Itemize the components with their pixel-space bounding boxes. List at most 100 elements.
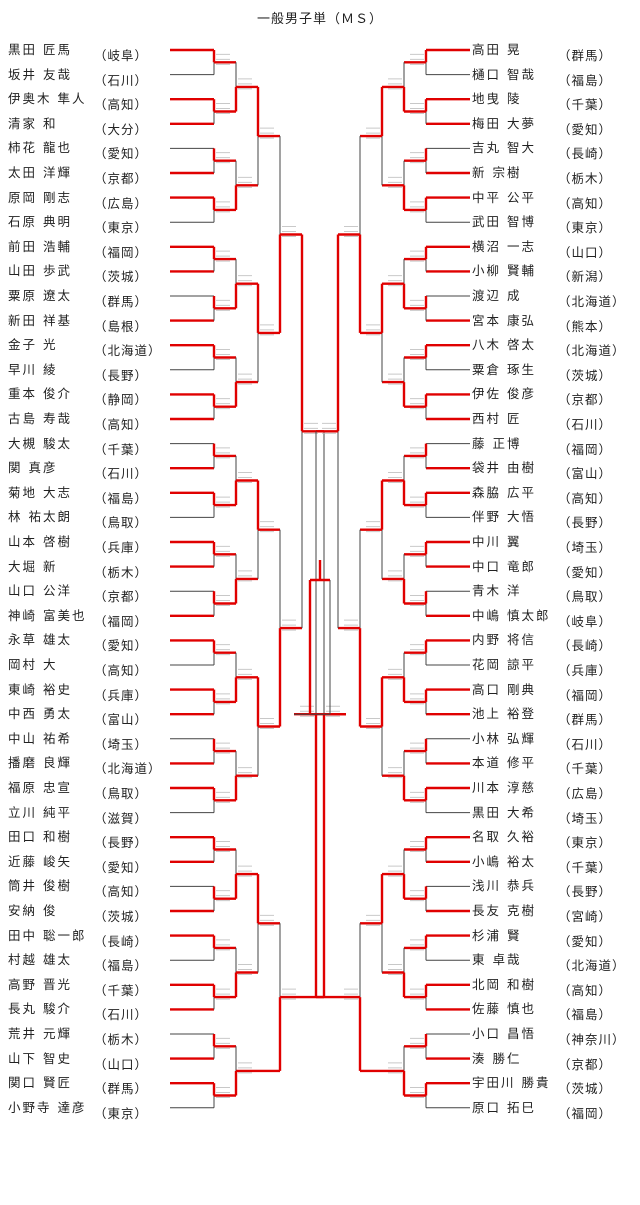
- player-name: 伊佐 俊彦: [472, 386, 536, 402]
- player-name: 原口 拓巳: [472, 1099, 536, 1115]
- player-prefecture: （石川）: [558, 417, 613, 432]
- player-prefecture: （長野）: [558, 884, 613, 900]
- left-player-row: 重本 俊介 （静岡）: [8, 384, 164, 407]
- player-prefecture: （京都）: [558, 1056, 613, 1072]
- player-name: 東崎 裕史: [8, 681, 72, 697]
- right-player-row: 森脇 広平（高知）: [472, 483, 628, 506]
- player-prefecture: （高知）: [94, 884, 149, 900]
- right-player-row: 梅田 大夢（愛知）: [472, 114, 628, 137]
- player-name: 福原 忠宣: [8, 780, 72, 795]
- player-name: 黒田 匠馬: [8, 42, 72, 57]
- player-prefecture: （長野）: [94, 367, 149, 383]
- left-player-row: 太田 洋輝 （京都）: [8, 163, 164, 186]
- right-player-row: 袋井 由樹（富山）: [472, 458, 628, 481]
- player-name: 高野 晋光: [8, 976, 72, 992]
- right-player-row: 渡辺 成（北海道）: [472, 286, 628, 309]
- player-prefecture: （愛知）: [94, 146, 149, 162]
- player-name: 重本 俊介: [8, 386, 72, 402]
- player-name: 田口 和樹: [8, 829, 72, 845]
- player-prefecture: （埼玉）: [94, 736, 149, 752]
- player-name: 宇田川 勝貴: [472, 1075, 551, 1091]
- player-name: 粟原 遼太: [8, 288, 72, 303]
- left-player-row: 永草 雄太（愛知）: [8, 630, 164, 653]
- player-prefecture: （東京）: [94, 1105, 149, 1121]
- player-prefecture: （愛知）: [558, 564, 613, 580]
- player-prefecture: （福島）: [558, 72, 613, 88]
- right-player-row: 西村 匠（石川）: [472, 409, 628, 432]
- player-name: 原岡 剛志: [8, 189, 72, 205]
- right-player-row: 吉丸 智大（長崎）: [472, 138, 628, 161]
- page-title: 一般男子単（ＭＳ）: [256, 12, 383, 27]
- left-player-row: 荒井 元輝（栃木）: [8, 1024, 164, 1047]
- player-name: 花岡 諒平: [472, 657, 536, 672]
- player-name: 藤 正博: [472, 435, 522, 451]
- right-player-row: 花岡 諒平（兵庫）: [472, 655, 628, 678]
- player-prefecture: （長崎）: [558, 638, 613, 654]
- player-prefecture: （神奈川）: [558, 1032, 626, 1047]
- player-prefecture: （群馬）: [94, 294, 149, 309]
- left-player-row: 清家 和 （大分）: [8, 114, 164, 137]
- player-name: 中山 祐希: [8, 730, 72, 746]
- right-player-row: 小柳 賢輔（新潟）: [472, 261, 628, 284]
- player-prefecture: （山口）: [558, 244, 613, 260]
- player-name: 梅田 大夢: [472, 115, 536, 131]
- player-name: 青木 洋: [472, 583, 522, 599]
- player-name: 長丸 駿介: [8, 1001, 72, 1017]
- player-prefecture: （長野）: [94, 835, 149, 851]
- player-prefecture: （千葉）: [94, 441, 149, 457]
- right-player-row: 湊 勝仁（京都）: [472, 1049, 628, 1072]
- player-prefecture: （福岡）: [558, 687, 613, 703]
- left-player-row: 東崎 裕史（兵庫）: [8, 680, 164, 703]
- left-player-row: 金子 光（北海道）: [8, 335, 164, 358]
- player-prefecture: （福岡）: [558, 441, 613, 457]
- player-name: 伴野 大悟: [472, 509, 536, 525]
- player-prefecture: （鳥取）: [94, 515, 149, 531]
- player-prefecture: （北海道）: [94, 761, 162, 777]
- player-name: 前田 浩輔: [8, 238, 72, 254]
- player-name: 永草 雄太: [8, 632, 72, 648]
- left-player-row: 長丸 駿介（石川）: [8, 999, 164, 1022]
- player-prefecture: （高知）: [94, 97, 149, 113]
- player-prefecture: （茨城）: [558, 367, 613, 383]
- left-player-row: 粟原 遼太 （群馬）: [8, 286, 164, 309]
- right-player-row: 内野 将信（長崎）: [472, 630, 628, 653]
- right-player-row: 高口 剛典 （福岡）: [472, 680, 628, 703]
- right-player-row: 佐藤 慎也（福島）: [472, 999, 628, 1022]
- player-name: 袋井 由樹: [472, 460, 536, 476]
- player-prefecture: （静岡）: [94, 392, 149, 408]
- player-prefecture: （愛知）: [94, 859, 149, 875]
- left-player-row: 田中 聡一郎（長崎）: [8, 926, 164, 949]
- player-prefecture: （島根）: [94, 318, 149, 334]
- player-prefecture: （高知）: [94, 663, 149, 678]
- player-prefecture: （高知）: [558, 195, 613, 211]
- player-name: 中川 翼: [472, 534, 522, 549]
- player-prefecture: （石川）: [94, 72, 149, 88]
- left-player-row: 播磨 良輝（北海道）: [8, 753, 164, 776]
- player-name: 森脇 広平: [472, 484, 536, 500]
- player-prefecture: （鳥取）: [94, 786, 149, 801]
- player-name: 中平 公平: [472, 189, 536, 205]
- player-name: 小林 弘輝: [472, 730, 536, 746]
- player-name: 関口 賢匠: [8, 1075, 72, 1091]
- player-prefecture: （兵庫）: [94, 540, 149, 555]
- right-player-row: 浅川 恭兵（長野）: [472, 876, 628, 899]
- player-name: 高口 剛典: [472, 681, 536, 697]
- player-prefecture: （群馬）: [94, 1081, 149, 1097]
- player-name: 清家 和: [8, 115, 58, 131]
- player-name: 大堀 新: [8, 558, 58, 574]
- player-prefecture: （京都）: [94, 171, 149, 186]
- player-name: 本道 修平: [472, 755, 536, 771]
- player-name: 太田 洋輝: [8, 165, 72, 180]
- player-name: 杉浦 賢: [472, 927, 522, 943]
- player-prefecture: （石川）: [94, 466, 149, 482]
- player-prefecture: （茨城）: [94, 269, 149, 285]
- player-name: 吉丸 智大: [472, 140, 536, 156]
- right-player-row: 藤 正博 （福岡）: [472, 434, 628, 457]
- player-name: 大槻 駿太: [8, 435, 72, 451]
- player-prefecture: （宮崎）: [558, 909, 613, 924]
- player-name: 佐藤 慎也: [472, 1001, 536, 1017]
- player-prefecture: （大分）: [94, 121, 149, 137]
- player-name: 田中 聡一郎: [8, 927, 87, 943]
- player-name: 柿花 龍也: [8, 140, 72, 156]
